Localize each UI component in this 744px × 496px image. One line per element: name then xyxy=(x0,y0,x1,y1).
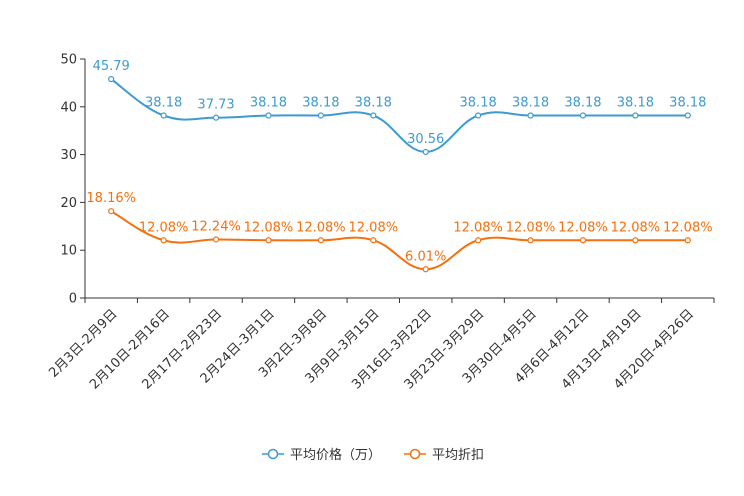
data-label: 38.18 xyxy=(250,95,287,110)
legend-swatch-marker xyxy=(267,448,279,460)
data-label: 45.79 xyxy=(93,59,130,74)
data-label: 38.18 xyxy=(460,95,497,110)
data-point xyxy=(579,237,587,244)
data-point xyxy=(579,112,587,119)
data-point xyxy=(632,237,639,244)
data-point xyxy=(527,237,534,244)
data-label: 12.08% xyxy=(296,220,346,235)
data-label: 18.16% xyxy=(86,191,136,206)
data-point xyxy=(160,112,167,119)
data-point xyxy=(475,112,482,119)
data-point xyxy=(475,237,482,244)
legend-item-1[interactable]: 平均价格（万） xyxy=(262,447,381,463)
data-point xyxy=(265,237,272,244)
y-tick-label: 0 xyxy=(69,292,77,307)
series-1: 45.79 38.18 37.73 38.18 38.18 38.18 30.56 38.18… xyxy=(93,59,706,156)
legend-item-2[interactable]: 平均折扣 xyxy=(404,448,484,463)
data-point xyxy=(684,112,691,119)
data-label: 38.18 xyxy=(302,95,339,110)
data-point xyxy=(265,112,272,119)
data-point xyxy=(108,208,115,215)
legend-label: 平均价格（万） xyxy=(290,447,381,463)
data-label: 12.08% xyxy=(139,220,189,235)
data-point xyxy=(212,236,220,243)
series-2: 18.16%12.08%12.24%12.08%12.08%12.08%6.01… xyxy=(86,191,713,273)
data-point xyxy=(422,266,429,273)
data-point xyxy=(212,114,220,121)
legend-swatch-marker xyxy=(409,448,421,460)
data-point xyxy=(370,112,377,119)
data-point xyxy=(527,112,534,119)
data-label: 37.73 xyxy=(197,98,234,113)
data-point xyxy=(684,237,691,244)
data-label: 12.08% xyxy=(611,220,661,235)
data-label: 30.56 xyxy=(407,132,444,147)
data-label: 38.18 xyxy=(355,95,392,110)
data-label: 38.18 xyxy=(617,95,654,110)
data-label: 38.18 xyxy=(669,95,706,110)
data-point xyxy=(317,237,324,244)
data-label: 12.08% xyxy=(453,220,503,235)
data-label: 38.18 xyxy=(564,95,601,110)
data-label: 12.24% xyxy=(191,219,241,234)
data-label: 12.08% xyxy=(558,220,608,235)
y-tick-label: 50 xyxy=(60,53,77,68)
data-point xyxy=(108,76,115,83)
y-tick-label: 10 xyxy=(60,244,77,259)
data-label: 38.18 xyxy=(145,95,182,110)
legend-label: 平均折扣 xyxy=(432,448,484,463)
data-point xyxy=(317,112,324,119)
data-point xyxy=(422,148,429,156)
y-tick-label: 40 xyxy=(60,100,77,115)
data-label: 6.01% xyxy=(405,249,446,264)
data-label: 12.08% xyxy=(506,220,556,235)
series-line xyxy=(110,78,688,153)
data-label: 12.08% xyxy=(244,220,294,235)
data-label: 12.08% xyxy=(663,220,713,235)
data-point xyxy=(370,237,377,244)
data-point xyxy=(160,237,167,244)
data-label: 12.08% xyxy=(349,220,399,235)
chart-series: 45.79 38.18 37.73 38.18 38.18 38.18 30.56 38.18… xyxy=(86,59,713,273)
data-point xyxy=(632,112,639,119)
y-tick-label: 20 xyxy=(60,196,77,211)
chart-legend[interactable]: 平均价格（万） 平均折扣 xyxy=(262,447,484,463)
data-label: 38.18 xyxy=(512,95,549,110)
y-tick-label: 30 xyxy=(60,148,77,163)
